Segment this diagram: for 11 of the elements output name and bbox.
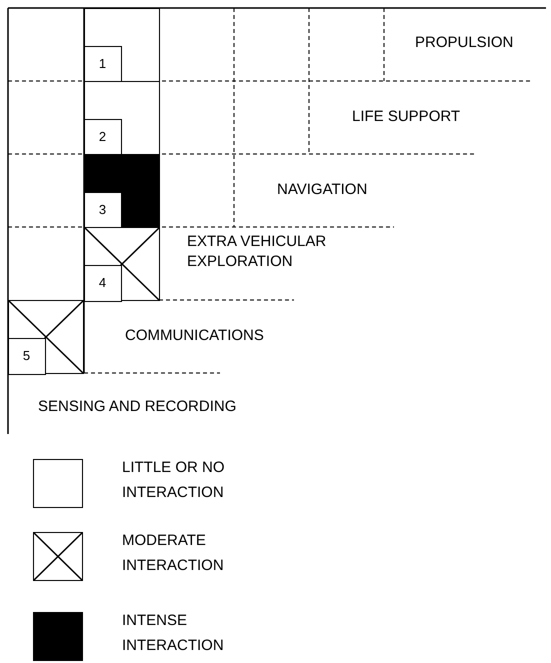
number-tag: 3 [84, 192, 122, 228]
number-tag: 5 [8, 338, 46, 374]
matrix-cell [84, 154, 160, 228]
number-tag: 2 [84, 118, 122, 156]
matrix-cell [84, 8, 160, 82]
legend-label: INTENSE INTERACTION [122, 611, 225, 656]
number-tag: 4 [84, 264, 122, 302]
matrix-cell [84, 81, 160, 155]
number-tag: 1 [84, 46, 122, 82]
legend-label: LITTLE OR NO INTERACTION [122, 458, 226, 503]
legend-label: MODERATE INTERACTION [122, 531, 225, 576]
